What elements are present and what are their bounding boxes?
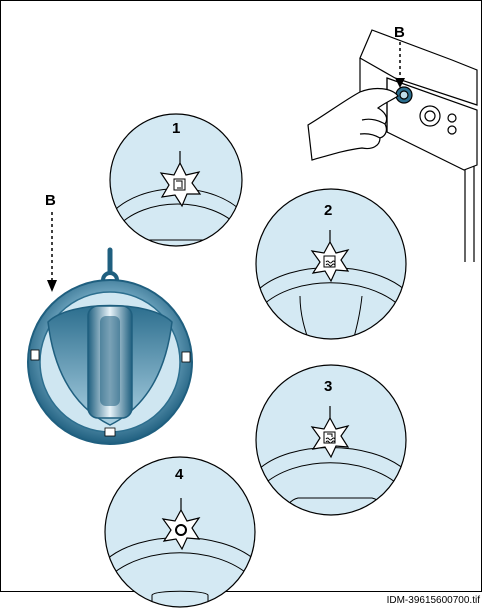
step1-number: 1 [172, 120, 180, 137]
label-b-top: B [394, 24, 405, 41]
step4-number: 4 [175, 466, 183, 483]
label-b-left: B [45, 192, 56, 209]
step2-number: 2 [324, 202, 332, 219]
hand-icon [308, 89, 398, 160]
arrow-b-left [47, 212, 57, 292]
file-id: IDM-39615600700.tif [387, 595, 480, 606]
step3-number: 3 [324, 378, 332, 395]
